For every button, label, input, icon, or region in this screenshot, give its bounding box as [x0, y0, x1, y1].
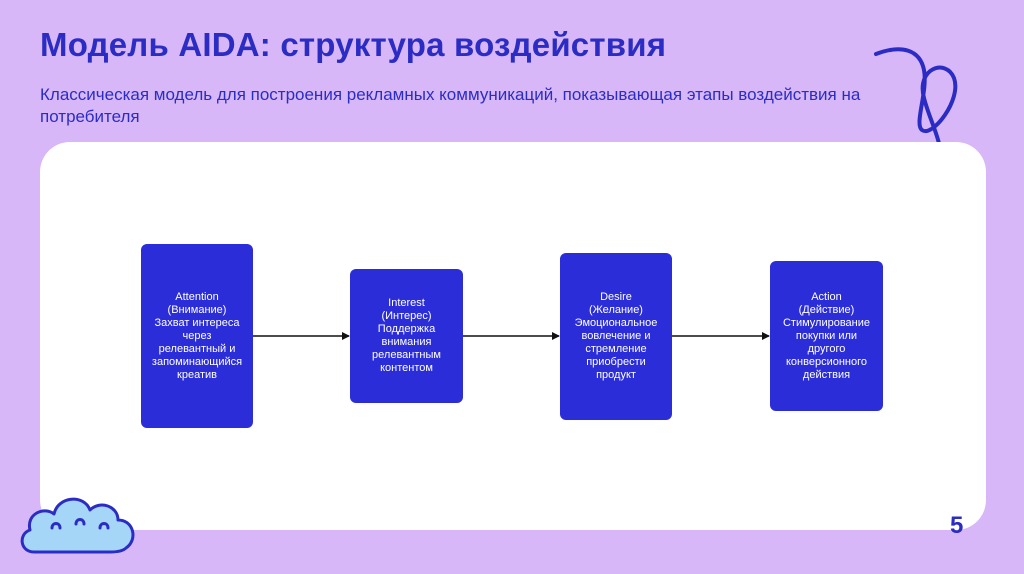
slide-subtitle: Классическая модель для построения рекла…: [40, 85, 861, 126]
stage-box-interest: Interest (Интерес) Поддержка внимания ре…: [350, 269, 463, 403]
stage-box-attention: Attention (Внимание) Захват интереса чер…: [141, 244, 253, 428]
slide-title: Модель AIDA: структура воздействия: [40, 26, 667, 63]
stage-label: Desire (Желание) Эмоциональное вовлечени…: [574, 291, 658, 381]
content-panel: Attention (Внимание) Захват интереса чер…: [40, 142, 986, 530]
stage-label: Action (Действие) Стимулирование покупки…: [782, 290, 871, 381]
stage-label: Interest (Интерес) Поддержка внимания ре…: [372, 297, 441, 374]
page-number: 5: [950, 512, 964, 539]
stage-label: Attention (Внимание) Захват интереса чер…: [151, 290, 243, 381]
cloud-icon: [20, 497, 135, 554]
diagram-connectors: [253, 332, 770, 340]
stage-box-desire: Desire (Желание) Эмоциональное вовлечени…: [560, 253, 672, 420]
stage-box-action: Action (Действие) Стимулирование покупки…: [770, 261, 883, 411]
